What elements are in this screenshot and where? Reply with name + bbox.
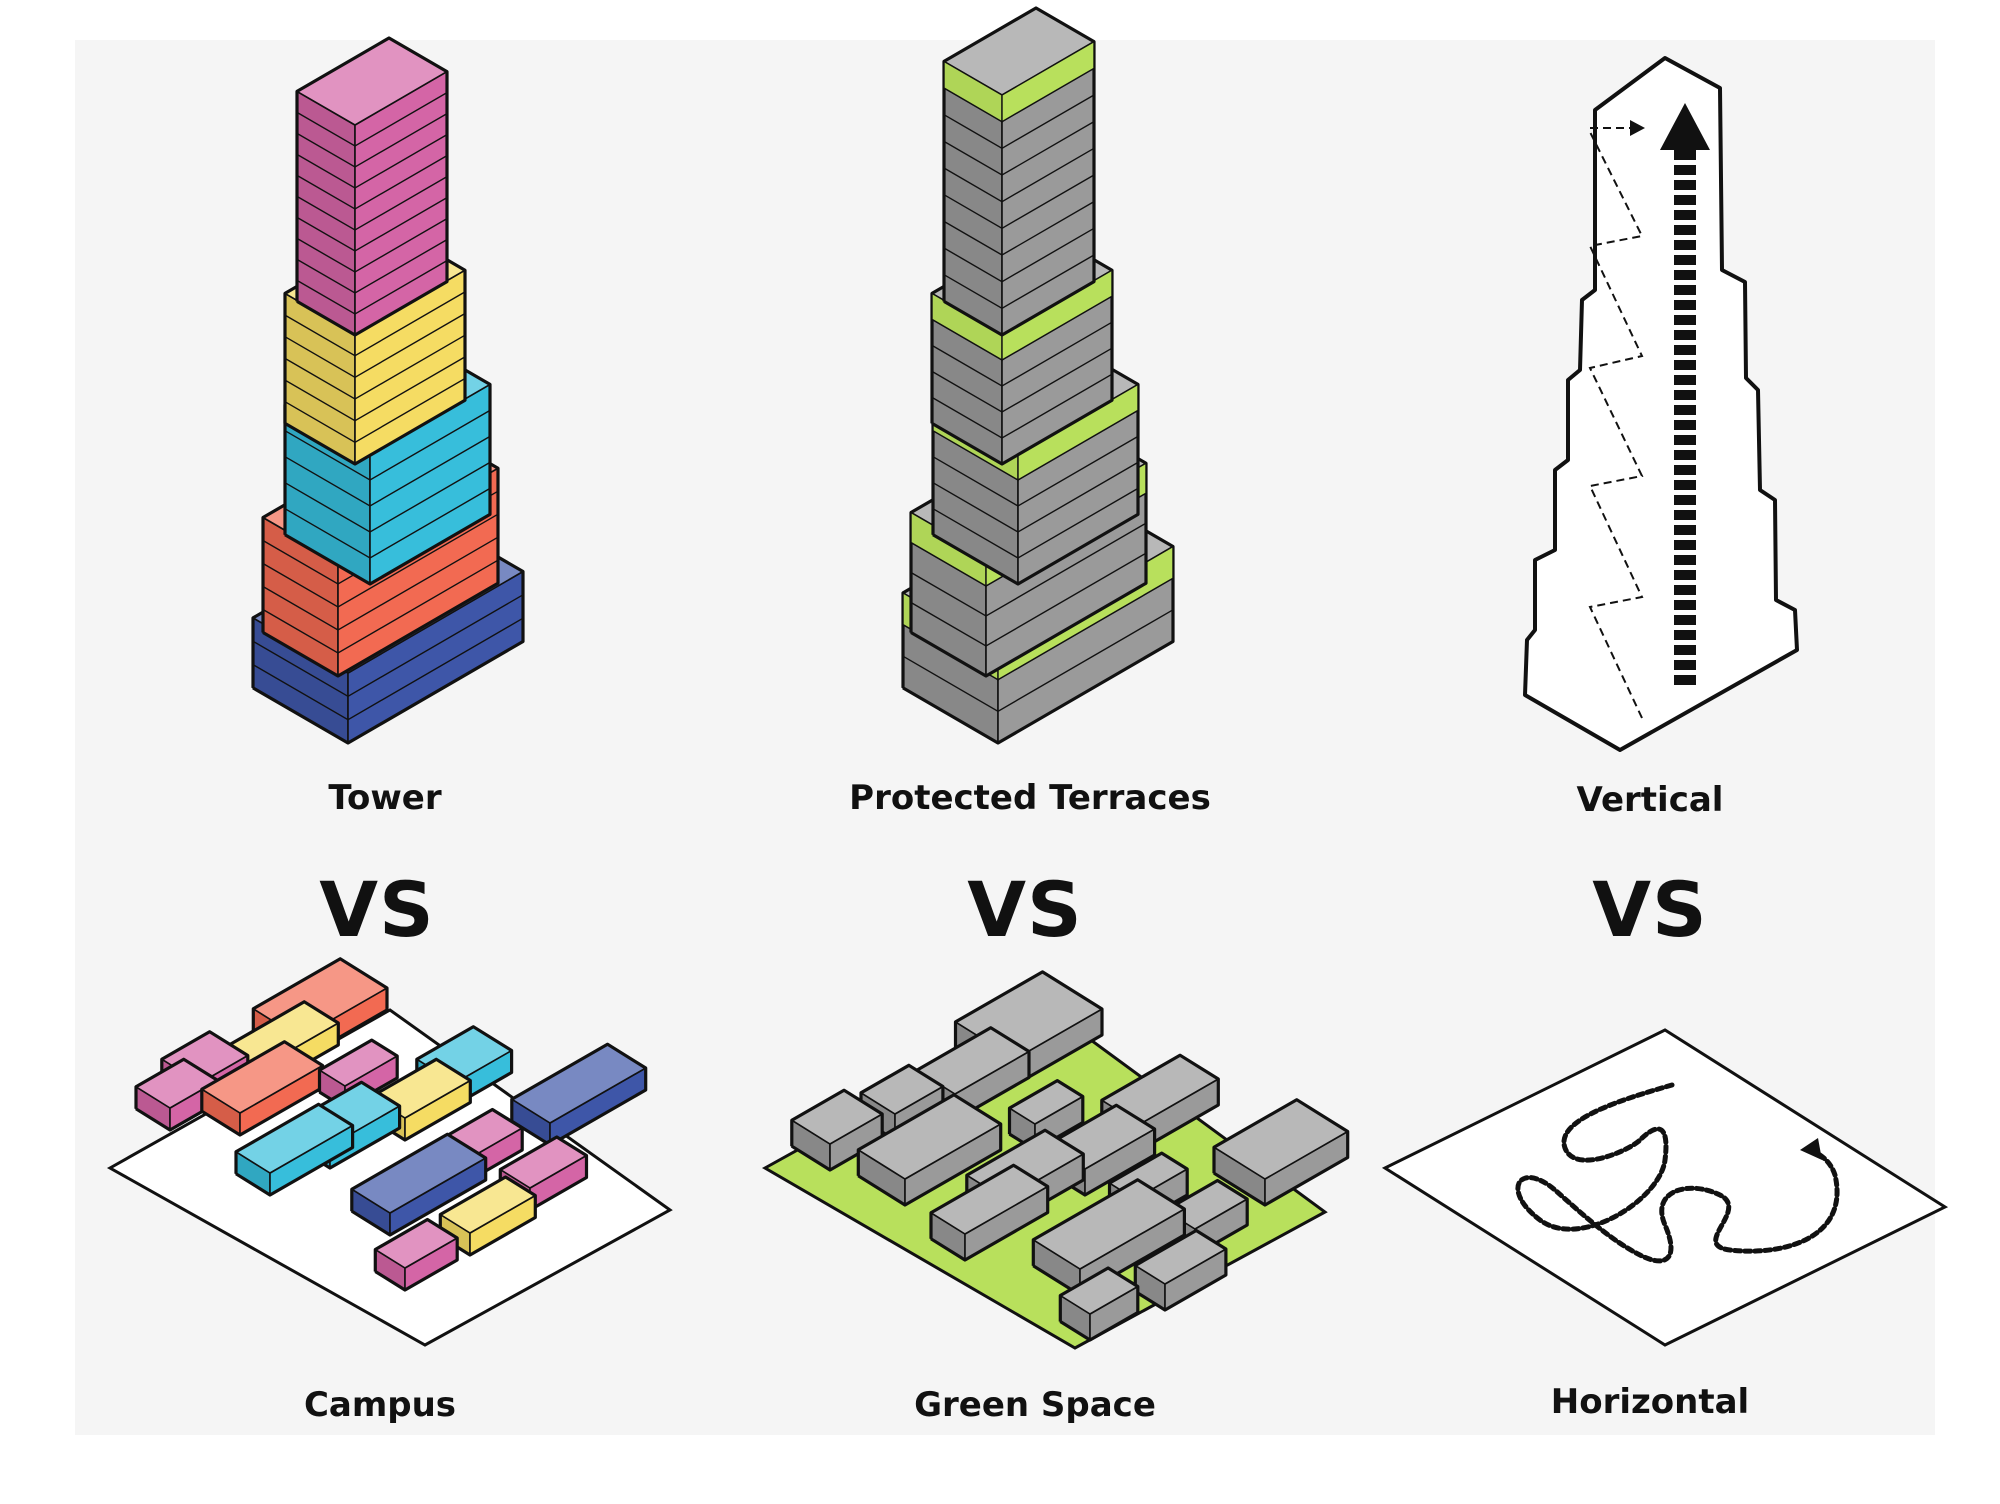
tower-tier-5-floor-line-8 [296, 112, 448, 168]
green-space-block-15 [1133, 1228, 1228, 1312]
tower-tier-5-outline [295, 36, 449, 337]
campus-illustration [106, 957, 673, 1347]
protected-terraces-illustration [901, 6, 1175, 745]
green-space-block-4 [790, 1088, 884, 1172]
terrace-tier-3-floor-line-1 [932, 487, 1139, 559]
terrace-tier-2-floor-line-1 [910, 552, 1147, 647]
vs-label-3: VS [1592, 865, 1708, 954]
tower-tier-5-floor-line-2 [296, 238, 448, 294]
vertical-label: Vertical [1576, 780, 1724, 820]
vertical-arrow-head [1660, 103, 1710, 150]
campus-block-15 [438, 1175, 537, 1257]
horizontal-path-arrow [1800, 1138, 1822, 1160]
campus-block-5-outline [200, 1040, 325, 1137]
campus-block-14 [350, 1132, 488, 1237]
tower-tier-2-floor-line-3 [262, 513, 499, 608]
campus-block-10 [234, 1102, 355, 1197]
campus-block-14-outline [350, 1132, 488, 1237]
green-space-block-4-outline [790, 1088, 884, 1172]
green-space-block-10 [929, 1163, 1050, 1262]
green-space-block-15-outline [1133, 1228, 1228, 1312]
tower-tier-5-floor-line-7 [296, 133, 448, 189]
terrace-tier-5-floor-line-4 [943, 174, 1095, 230]
terrace-tier-5-floor-line-3 [943, 200, 1095, 256]
terrace-tier-3-floor-line-2 [932, 461, 1139, 533]
campus-block-10-outline [234, 1102, 355, 1197]
tower-tier-3-floor-line-2 [284, 461, 491, 533]
protected-terraces-label: Protected Terraces [849, 778, 1211, 818]
tower-tier-2-outline [261, 423, 500, 678]
campus-block-15-outline [438, 1175, 537, 1257]
vs-label-2: VS [967, 865, 1083, 954]
tower-label: Tower [328, 778, 442, 818]
tower-tier-1-floor-line-1 [252, 617, 524, 721]
tower-tier-4-floor-line-5 [284, 291, 466, 357]
tower-tier-5-floor-line-5 [296, 175, 448, 231]
tower-tier-5 [295, 36, 449, 337]
green-space-label: Green Space [914, 1385, 1156, 1425]
green-space-illustration [761, 970, 1350, 1350]
terrace-tier-5-floor-line-1 [943, 254, 1095, 310]
terrace-tier-4-floor-line-1 [931, 373, 1113, 439]
terrace-tier-5 [942, 6, 1096, 337]
tower-tier-4-outline [283, 228, 467, 466]
tower-tier-4-floor-line-3 [284, 334, 466, 400]
tower-tier-5-floor-line-4 [296, 196, 448, 252]
terrace-tier-5-floor-line-7 [943, 94, 1095, 150]
tower-tier-3-floor-line-4 [284, 409, 491, 481]
campus-block-16 [373, 1217, 459, 1292]
tower-tier-2-floor-line-2 [262, 536, 499, 631]
terrace-tier-3-terrace-right [1017, 383, 1139, 482]
terrace-tier-5-terrace-right [1001, 40, 1095, 123]
horizontal-label: Horizontal [1550, 1382, 1750, 1422]
green-space-block-10-outline [929, 1163, 1050, 1262]
tower-illustration [251, 36, 525, 745]
tower-tier-1-floor-line-2 [252, 594, 524, 698]
horizontal-wandering-path [1515, 1082, 1840, 1264]
terrace-tier-3-floor-line-3 [932, 435, 1139, 507]
tower-tier-3-floor-line-1 [284, 487, 491, 559]
terrace-tier-5-floor-line-6 [943, 120, 1095, 176]
vertical-building-outline [1523, 56, 1799, 752]
terrace-tier-4-floor-line-2 [931, 347, 1113, 413]
tower-tier-5-floor-line-9 [296, 91, 448, 147]
tower-tier-4-floor-line-2 [284, 356, 466, 422]
vertical-stair-arrow [1630, 120, 1645, 136]
green-space-block-6 [1007, 1078, 1085, 1152]
tower-tier-4-floor-line-1 [284, 377, 466, 444]
horizontal-circulation-illustration [1381, 1028, 1949, 1347]
tower-tier-3-floor-line-3 [284, 435, 491, 507]
tower-tier-2-floor-line-1 [262, 559, 499, 654]
vertical-stair-path [1588, 131, 1644, 719]
tower-tier-5-floor-line-6 [296, 154, 448, 210]
tower-tier-5-floor-line-1 [296, 259, 448, 315]
terrace-tier-5-floor-line-5 [943, 147, 1095, 203]
green-space-block-5-outline [856, 1093, 1003, 1207]
terrace-tier-5-floor-line-2 [943, 227, 1095, 283]
terrace-tier-1-floor-line-1 [902, 609, 1174, 713]
green-space-block-11-outline [1212, 1098, 1350, 1207]
terrace-tier-4-floor-line-3 [931, 321, 1113, 387]
terrace-tier-2-floor-line-2 [910, 522, 1147, 617]
tower-tier-4-floor-line-4 [284, 312, 466, 379]
campus-label: Campus [303, 1385, 457, 1425]
campus-block-11 [510, 1042, 648, 1147]
campus-block-16-outline [373, 1217, 459, 1292]
green-space-block-11 [1212, 1098, 1350, 1207]
vertical-circulation-illustration [1523, 56, 1799, 752]
horizontal-site-plane [1381, 1028, 1949, 1347]
green-space-block-16 [1058, 1266, 1140, 1342]
vs-label-1: VS [319, 865, 435, 954]
tower-tier-5-floor-line-3 [296, 217, 448, 273]
green-space-block-16-outline [1058, 1266, 1140, 1342]
tower-tier-1-outline [251, 514, 525, 745]
campus-block-5 [200, 1040, 325, 1137]
terrace-tier-4-terrace-right [1001, 268, 1113, 362]
green-space-block-5 [856, 1093, 1003, 1207]
